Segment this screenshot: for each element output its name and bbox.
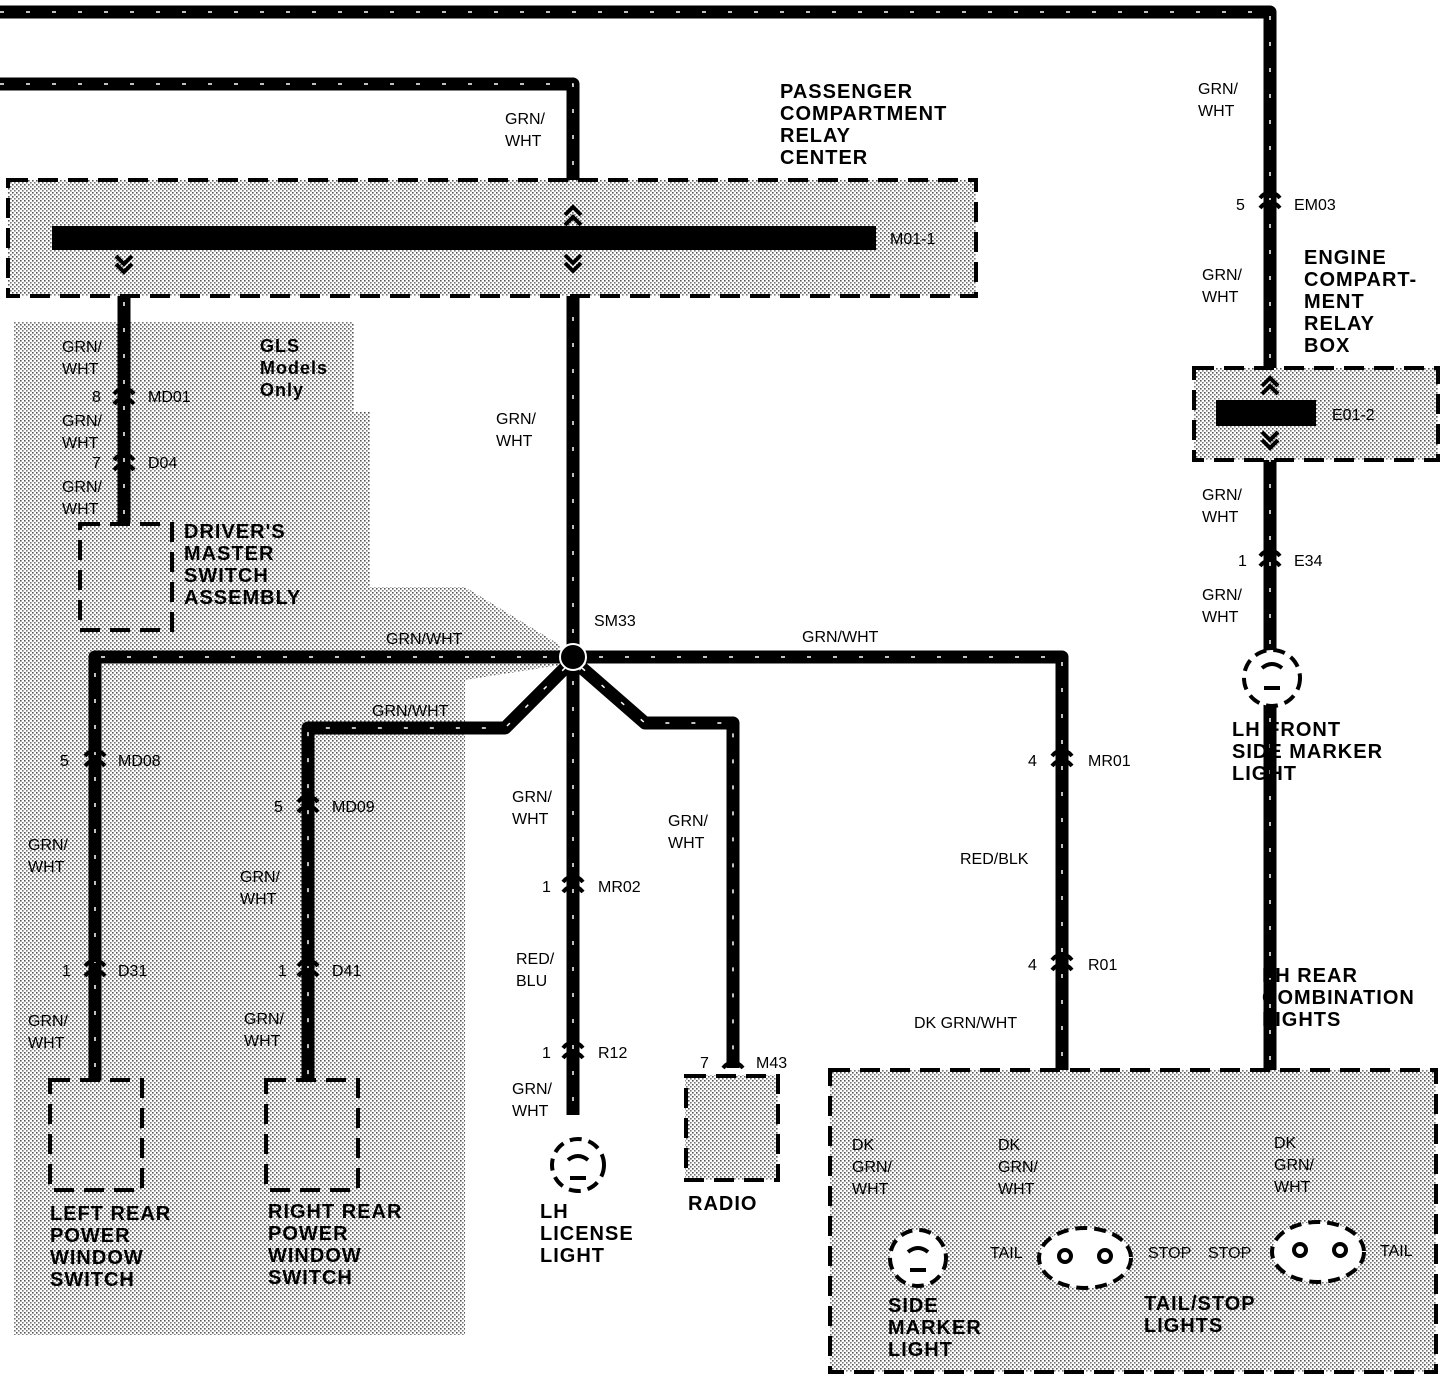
- wire-drv-2: GRN/WHT: [62, 413, 103, 452]
- wire-lic-2: RED/BLU: [516, 951, 555, 990]
- label-mr01: MR01: [1088, 753, 1131, 770]
- pin-md09: 5: [274, 799, 283, 816]
- pin-md01: 8: [92, 389, 101, 406]
- wire-lic-3: GRN/WHT: [512, 1081, 553, 1120]
- label-d04: D04: [148, 455, 177, 472]
- wire-lr-2: GRN/WHT: [28, 1013, 69, 1052]
- pin-r12: 1: [542, 1045, 551, 1062]
- pin-mr01: 4: [1028, 753, 1037, 770]
- label-em03: EM03: [1294, 197, 1336, 214]
- drivers-master-switch-box: [78, 522, 174, 632]
- wire-top-right-2: GRN/WHT: [1202, 267, 1243, 306]
- connector-symbols: [83, 190, 1282, 1070]
- wire-radio: GRN/WHT: [668, 813, 709, 852]
- wire-top-right-1: GRN/WHT: [1198, 81, 1239, 120]
- right-rear-window-switch-box: [264, 1078, 360, 1192]
- wire-drv-3: GRN/WHT: [62, 479, 103, 518]
- label-r12: R12: [598, 1045, 627, 1062]
- label-m01: M01-1: [890, 231, 935, 248]
- pin-e34: 1: [1238, 553, 1247, 570]
- label-d41: D41: [332, 963, 361, 980]
- shaded-regions: [14, 322, 775, 1335]
- label-e01: E01-2: [1332, 407, 1375, 424]
- wire-pass-2: GRN/WHT: [496, 411, 537, 450]
- pin-em03: 5: [1236, 197, 1245, 214]
- label-md08: MD08: [118, 753, 161, 770]
- label-stop-2: STOP: [1208, 1245, 1251, 1262]
- wire-lic-1: GRN/WHT: [512, 789, 553, 828]
- radio-box: [684, 1074, 780, 1182]
- pin-md08: 5: [60, 753, 69, 770]
- label-sm33: SM33: [594, 613, 636, 630]
- pin-r01: 4: [1028, 957, 1037, 974]
- pin-d41: 1: [278, 963, 287, 980]
- label-md09: MD09: [332, 799, 375, 816]
- wire-left-horizontal: GRN/WHT: [386, 631, 463, 648]
- label-r01: R01: [1088, 957, 1117, 974]
- label-stop-1: STOP: [1148, 1245, 1191, 1262]
- pin-m43: 7: [700, 1055, 709, 1072]
- wire-red-blk: RED/BLK: [960, 851, 1029, 868]
- label-e34: E34: [1294, 553, 1323, 570]
- wire-lr-1: GRN/WHT: [28, 837, 69, 876]
- label-tail-right: TAIL: [1380, 1243, 1413, 1260]
- pin-d04: 7: [92, 455, 101, 472]
- wire-e34-2: GRN/WHT: [1202, 587, 1243, 626]
- label-mr02: MR02: [598, 879, 641, 896]
- wire-drv-1: GRN/WHT: [62, 339, 103, 378]
- wire-pass-1: GRN/WHT: [505, 111, 546, 150]
- bus-bar-m01: [52, 226, 876, 250]
- bulbs: [550, 648, 1366, 1290]
- left-rear-window-switch-box: [48, 1078, 144, 1192]
- wire-e34-1: GRN/WHT: [1202, 487, 1243, 526]
- wire-right-horizontal: GRN/WHT: [802, 629, 879, 646]
- label-d31: D31: [118, 963, 147, 980]
- pin-d31: 1: [62, 963, 71, 980]
- wire-rr-1: GRN/WHT: [240, 869, 281, 908]
- pin-mr02: 1: [542, 879, 551, 896]
- label-radio: RADIO: [688, 1193, 757, 1215]
- label-tail-left: TAIL: [990, 1245, 1023, 1262]
- wire-right-rear-branch: GRN/WHT: [372, 703, 449, 720]
- rear-combination-box: [828, 1068, 1438, 1374]
- label-m43: M43: [756, 1055, 787, 1072]
- wire-dk-grn-inline: DK GRN/WHT: [914, 1015, 1017, 1032]
- splice-sm33: [559, 643, 587, 671]
- label-md01: MD01: [148, 389, 191, 406]
- wire-rr-2: GRN/WHT: [244, 1011, 285, 1050]
